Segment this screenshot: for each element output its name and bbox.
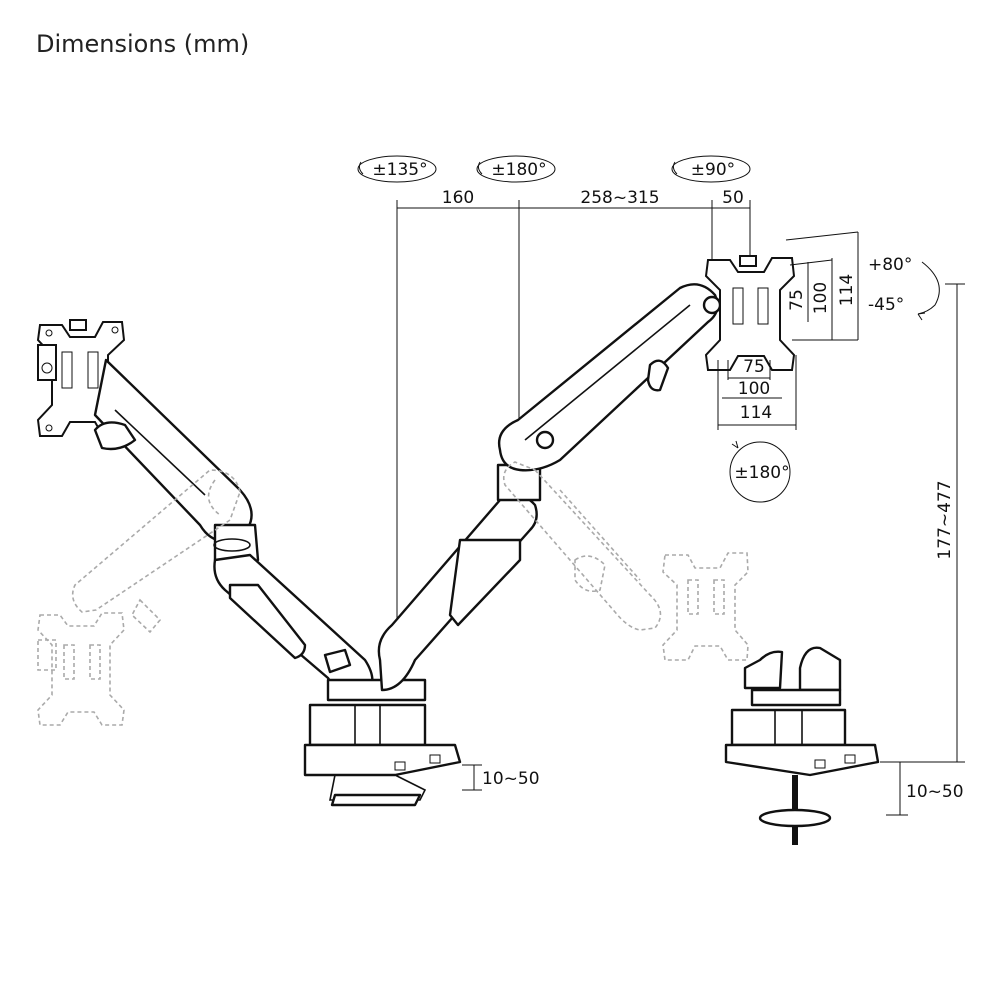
right-vesa-plate bbox=[704, 255, 796, 371]
vesa-vertical-75: 75 bbox=[787, 289, 807, 311]
right-ghost-arm bbox=[502, 461, 749, 661]
monitor-rotation-label: ±180° bbox=[734, 463, 789, 483]
top-dimension-line: 160 258~315 50 bbox=[396, 188, 751, 625]
vesa-vertical-114: 114 bbox=[837, 274, 857, 306]
rotation-left-label: ±135° bbox=[372, 160, 427, 180]
rotation-right-label: ±90° bbox=[691, 160, 735, 180]
height-range-label: 177~477 bbox=[935, 480, 955, 559]
vesa-dimensions: 75 100 114 75 100 114 bbox=[717, 231, 859, 430]
clamp-thickness-label: 10~50 bbox=[482, 769, 540, 789]
dim-arm-segment-2: 258~315 bbox=[580, 188, 659, 208]
vesa-horizontal-75: 75 bbox=[743, 357, 765, 377]
vesa-vertical-100: 100 bbox=[811, 282, 831, 314]
tilt-up-label: +80° bbox=[868, 255, 912, 275]
vesa-horizontal-100: 100 bbox=[738, 379, 770, 399]
grommet-thickness-dimension: 10~50 bbox=[886, 761, 964, 816]
grommet-post bbox=[724, 646, 880, 845]
rotation-badge-right: ±90° bbox=[671, 155, 751, 183]
left-arm bbox=[93, 358, 374, 697]
page-title: Dimensions (mm) bbox=[36, 30, 250, 58]
height-dimension: 177~477 bbox=[880, 283, 965, 763]
dim-arm-segment-1: 160 bbox=[442, 188, 474, 208]
monitor-rotation-badge: ±180° bbox=[729, 440, 791, 503]
clamp-thickness-dimension: 10~50 bbox=[462, 764, 540, 791]
center-post bbox=[303, 678, 462, 807]
tilt-down-label: -45° bbox=[868, 295, 904, 315]
grommet-thickness-label: 10~50 bbox=[906, 782, 964, 802]
rotation-badge-center: ±180° bbox=[476, 155, 556, 183]
vesa-horizontal-114: 114 bbox=[740, 403, 772, 423]
dim-head-offset: 50 bbox=[722, 188, 744, 208]
left-ghost-arm bbox=[37, 469, 241, 726]
rotation-badge-left: ±135° bbox=[357, 155, 437, 183]
right-arm bbox=[377, 283, 722, 692]
tilt-indicator: +80° -45° bbox=[868, 255, 940, 321]
rotation-center-label: ±180° bbox=[491, 160, 546, 180]
